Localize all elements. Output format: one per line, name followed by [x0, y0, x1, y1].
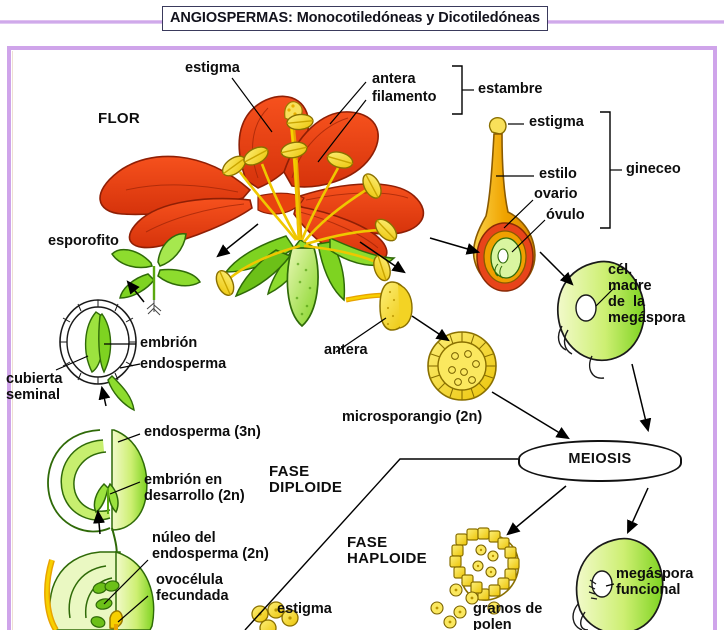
fertilised-ovule-illustration [44, 550, 155, 630]
anther-detached-illustration [345, 281, 413, 331]
microsporangium-illustration [427, 331, 497, 401]
gynoecium-illustration [472, 117, 536, 292]
label-embrion-desarrollo: embrión en desarrollo (2n) [144, 472, 245, 504]
leader-nucleo-endosperma [103, 559, 149, 605]
arrow-ovule-to-endosperm [93, 509, 105, 535]
label-microsporangio: microsporangio (2n) [342, 409, 483, 425]
arrow-seed-to-seedling [126, 280, 145, 303]
leader-endosperma-3n [117, 433, 141, 443]
leader-ovocelula [117, 595, 149, 623]
arrow-flower-to-anther [359, 241, 406, 274]
label-cubierta-seminal: cubierta seminal [6, 371, 63, 403]
arrow-anther-to-microsporangium [411, 315, 450, 342]
arrow-flower-to-seedling [216, 223, 259, 258]
leader-filamento [317, 99, 367, 163]
functional-megaspore-illustration [572, 537, 664, 630]
label-fase-haploide: FASE HAPLOIDE [347, 534, 427, 567]
label-gineceo: gineceo [626, 161, 681, 177]
leader-cel-madre [595, 287, 615, 307]
label-megaspora-funcional: megáspora funcional [616, 566, 694, 598]
label-nucleo-endosperma: núleo del endosperma (2n) [152, 530, 269, 562]
page-title-text: ANGIOSPERMAS: Monocotiledóneas y Dicotil… [170, 10, 540, 26]
arrow-meiosis-to-pollen [506, 485, 567, 536]
label-fase-diploide: FASE DIPLOIDE [269, 463, 343, 496]
label-estigma-gynoecium: estigma [529, 114, 584, 130]
label-estigma-bottom: estigma [277, 601, 332, 617]
page-frame [7, 46, 717, 630]
arrow-gynoecium-to-megasporemothercell [539, 251, 574, 286]
leader-embrion-desarrollo [109, 481, 141, 495]
leader-endosperma [119, 363, 141, 369]
label-cel-madre-megaspora: cél. madre de la megáspora [608, 262, 686, 326]
bracket-estambre [452, 65, 463, 115]
phase-divider [244, 458, 518, 630]
page-frame-inner [12, 51, 712, 630]
leader-ovulo [511, 219, 546, 253]
leader-antera [329, 81, 367, 125]
leader-cubierta-seminal [55, 355, 89, 371]
leader-estigma-flor [231, 77, 273, 133]
meiosis-node: MEIOSIS [518, 440, 682, 482]
arrow-endosperm-to-seed [98, 385, 111, 407]
label-estambre: estambre [478, 81, 543, 97]
label-endosperma: endosperma [140, 356, 227, 372]
arrow-flower-to-gynoecium [429, 237, 481, 255]
label-granos-de-polen: granos de polen [473, 601, 543, 630]
arrow-mothercell-to-meiosis [631, 363, 652, 433]
label-flor: FLOR [98, 110, 141, 127]
leader-ovario [503, 199, 534, 229]
label-endosperma-3n: endosperma (3n) [144, 424, 261, 440]
label-filamento: filamento [372, 89, 437, 105]
pollen-grains-illustration [430, 527, 520, 629]
page-title: ANGIOSPERMAS: Monocotiledóneas y Dicotil… [162, 6, 548, 31]
label-estilo: estilo [539, 166, 577, 182]
label-ovocelula-fecundada: ovocélula fecundada [156, 572, 229, 604]
label-esporofito: esporofito [48, 233, 119, 249]
label-estigma-flower: estigma [185, 60, 240, 76]
label-ovario: ovario [534, 186, 578, 202]
label-antera-mid: antera [324, 342, 368, 358]
bracket-gineceo [600, 111, 611, 229]
leader-megaspora-funcional [605, 583, 615, 587]
label-antera-top: antera [372, 71, 416, 87]
endosperm-seed-illustration [47, 429, 148, 561]
arrow-microsporangium-to-meiosis [491, 391, 570, 440]
arrow-meiosis-to-megaspore [627, 487, 649, 535]
seed-with-embryo-illustration [59, 299, 137, 412]
flower-illustration [99, 95, 425, 328]
label-embrion: embrión [140, 335, 198, 351]
leader-antera-mid [335, 317, 387, 353]
label-ovulo: óvulo [546, 207, 585, 223]
megaspore-mother-cell-illustration [556, 260, 646, 379]
meiosis-label: MEIOSIS [568, 451, 632, 467]
